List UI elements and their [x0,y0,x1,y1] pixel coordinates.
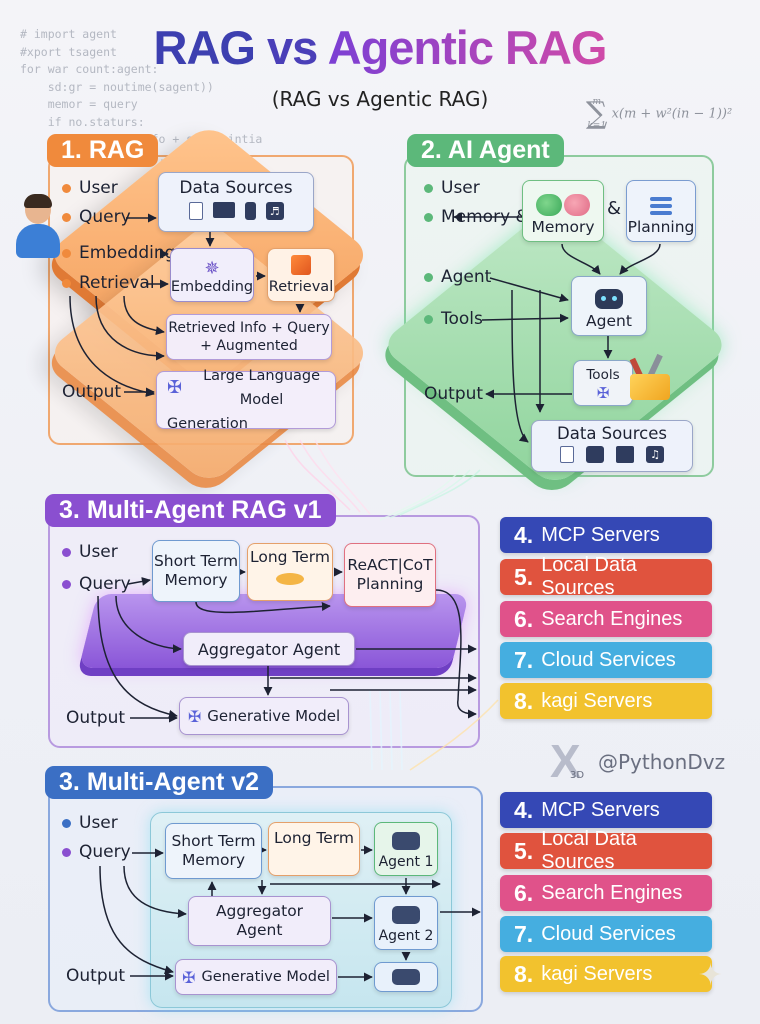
rag-embedding-box: ✵ Embedding [170,248,254,302]
sources-list-bottom: 4.MCP Servers 5.Local Data Sources 6.Sea… [500,792,712,996]
source-mcp-servers: 4.MCP Servers [500,792,712,828]
agent-label-output: Output [424,384,484,404]
agent-tools-box: Tools ✠ [573,360,633,406]
robot-icon [392,969,420,985]
robot-icon [392,832,420,850]
x-logo-icon: X [550,735,581,787]
page-title: RAG vs Agentic RAG [153,21,608,74]
rag-retrieval-box: Retrieval [267,248,335,302]
llm-network-icon: ✠ [167,377,183,398]
source-search-engines: 6.Search Engines [500,875,712,911]
mav2-label-query: Query [62,842,131,862]
document-icon [560,446,574,463]
sources-list-top: 4.MCP Servers 5.Local Data Sources 6.Sea… [500,517,712,721]
speaker-icon: ♬ [265,202,284,220]
phone-icon [244,202,256,220]
mav2-agent1-box: Agent 1 [374,822,438,876]
toolbox-icon [629,353,670,400]
source-kagi-servers: 8.kagi Servers [500,683,712,719]
music-icon: ♫ [646,446,664,463]
mav1-label-user: User [62,542,118,562]
film-icon [616,446,634,463]
document-icon [188,202,203,220]
agent-data-sources-box: Data Sources ♫ [531,420,693,472]
network-icon: ✠ [187,706,202,726]
embedding-network-icon: ✵ [204,258,220,279]
rag-tag: 1. RAG [47,134,159,167]
rag-label-query: Query [62,207,131,227]
agent-agent-box: Agent [571,276,647,336]
watermark: X 3D @PythonDvz [550,735,726,787]
agent-label-agent: Agent [424,267,491,287]
sparkle-icon: ✦ [698,958,724,993]
database-icon [276,573,304,585]
brain-icon [536,194,562,216]
rag-retrieved-info-box: Retrieved Info + Query + Augmented [166,314,332,360]
rag-label-user: User [62,178,118,198]
mav1-tag: 3. Multi-Agent RAG v1 [45,494,336,527]
mav1-label-query: Query [62,574,131,594]
mav2-agent3-box [374,962,438,992]
mav2-label-user: User [62,813,118,833]
rag-label-output: Output [62,382,122,402]
source-local-data: 5.Local Data Sources [500,554,712,599]
source-cloud-services: 7.Cloud Services [500,642,712,678]
video-icon [586,446,604,463]
agent-label-user: User [424,178,480,198]
laptop-icon [212,202,235,218]
network-icon: ✠ [182,967,196,987]
agent-tag: 2. AI Agent [407,134,564,167]
mav1-long-term-box: Long Term [247,543,333,601]
source-mcp-servers: 4.MCP Servers [500,517,712,553]
robot-icon [392,906,420,924]
watermark-handle: @PythonDvz [598,750,726,774]
source-cloud-services: 7.Cloud Services [500,916,712,952]
mav1-aggregator-box: Aggregator Agent [183,632,355,666]
page-subtitle: (RAG vs Agentic RAG) [271,87,489,111]
agent-label-tools: Tools [424,309,483,329]
mav1-label-output: Output [66,708,126,728]
list-icon [650,197,672,215]
rag-llm-box: ✠Large Language Model Generation [156,368,336,432]
mav2-generative-box: ✠Generative Model [175,959,337,995]
mav2-long-term-box: Long Term [268,822,360,876]
mav2-agent2-box: Agent 2 [374,896,438,950]
network-icon: ✠ [596,383,610,402]
mav2-label-output: Output [66,966,126,986]
user-avatar-icon [16,194,60,258]
source-kagi-servers: 8.kagi Servers [500,956,712,992]
agent-planning-box: Planning [626,180,696,242]
background-formula: m ∑ k=1 x(m + w²(in − 1))² [586,96,733,131]
agent-memory-box: Memory [522,180,604,242]
source-local-data: 5.Local Data Sources [500,828,712,873]
rag-label-retrieval: Retrieval [62,273,155,293]
brain-icon [564,194,590,216]
robot-icon [595,289,623,309]
rag-label-embedding: Embedding [62,243,175,263]
agent-amp: & [607,198,622,219]
rag-data-sources-box: Data Sources ♬ [158,172,314,232]
mav2-tag: 3. Multi-Agent v2 [45,766,274,799]
cube-icon [291,255,311,275]
source-search-engines: 6.Search Engines [500,601,712,637]
mav1-generative-box: ✠Generative Model [179,697,349,735]
agent-label-memory: Memory & [424,207,529,227]
